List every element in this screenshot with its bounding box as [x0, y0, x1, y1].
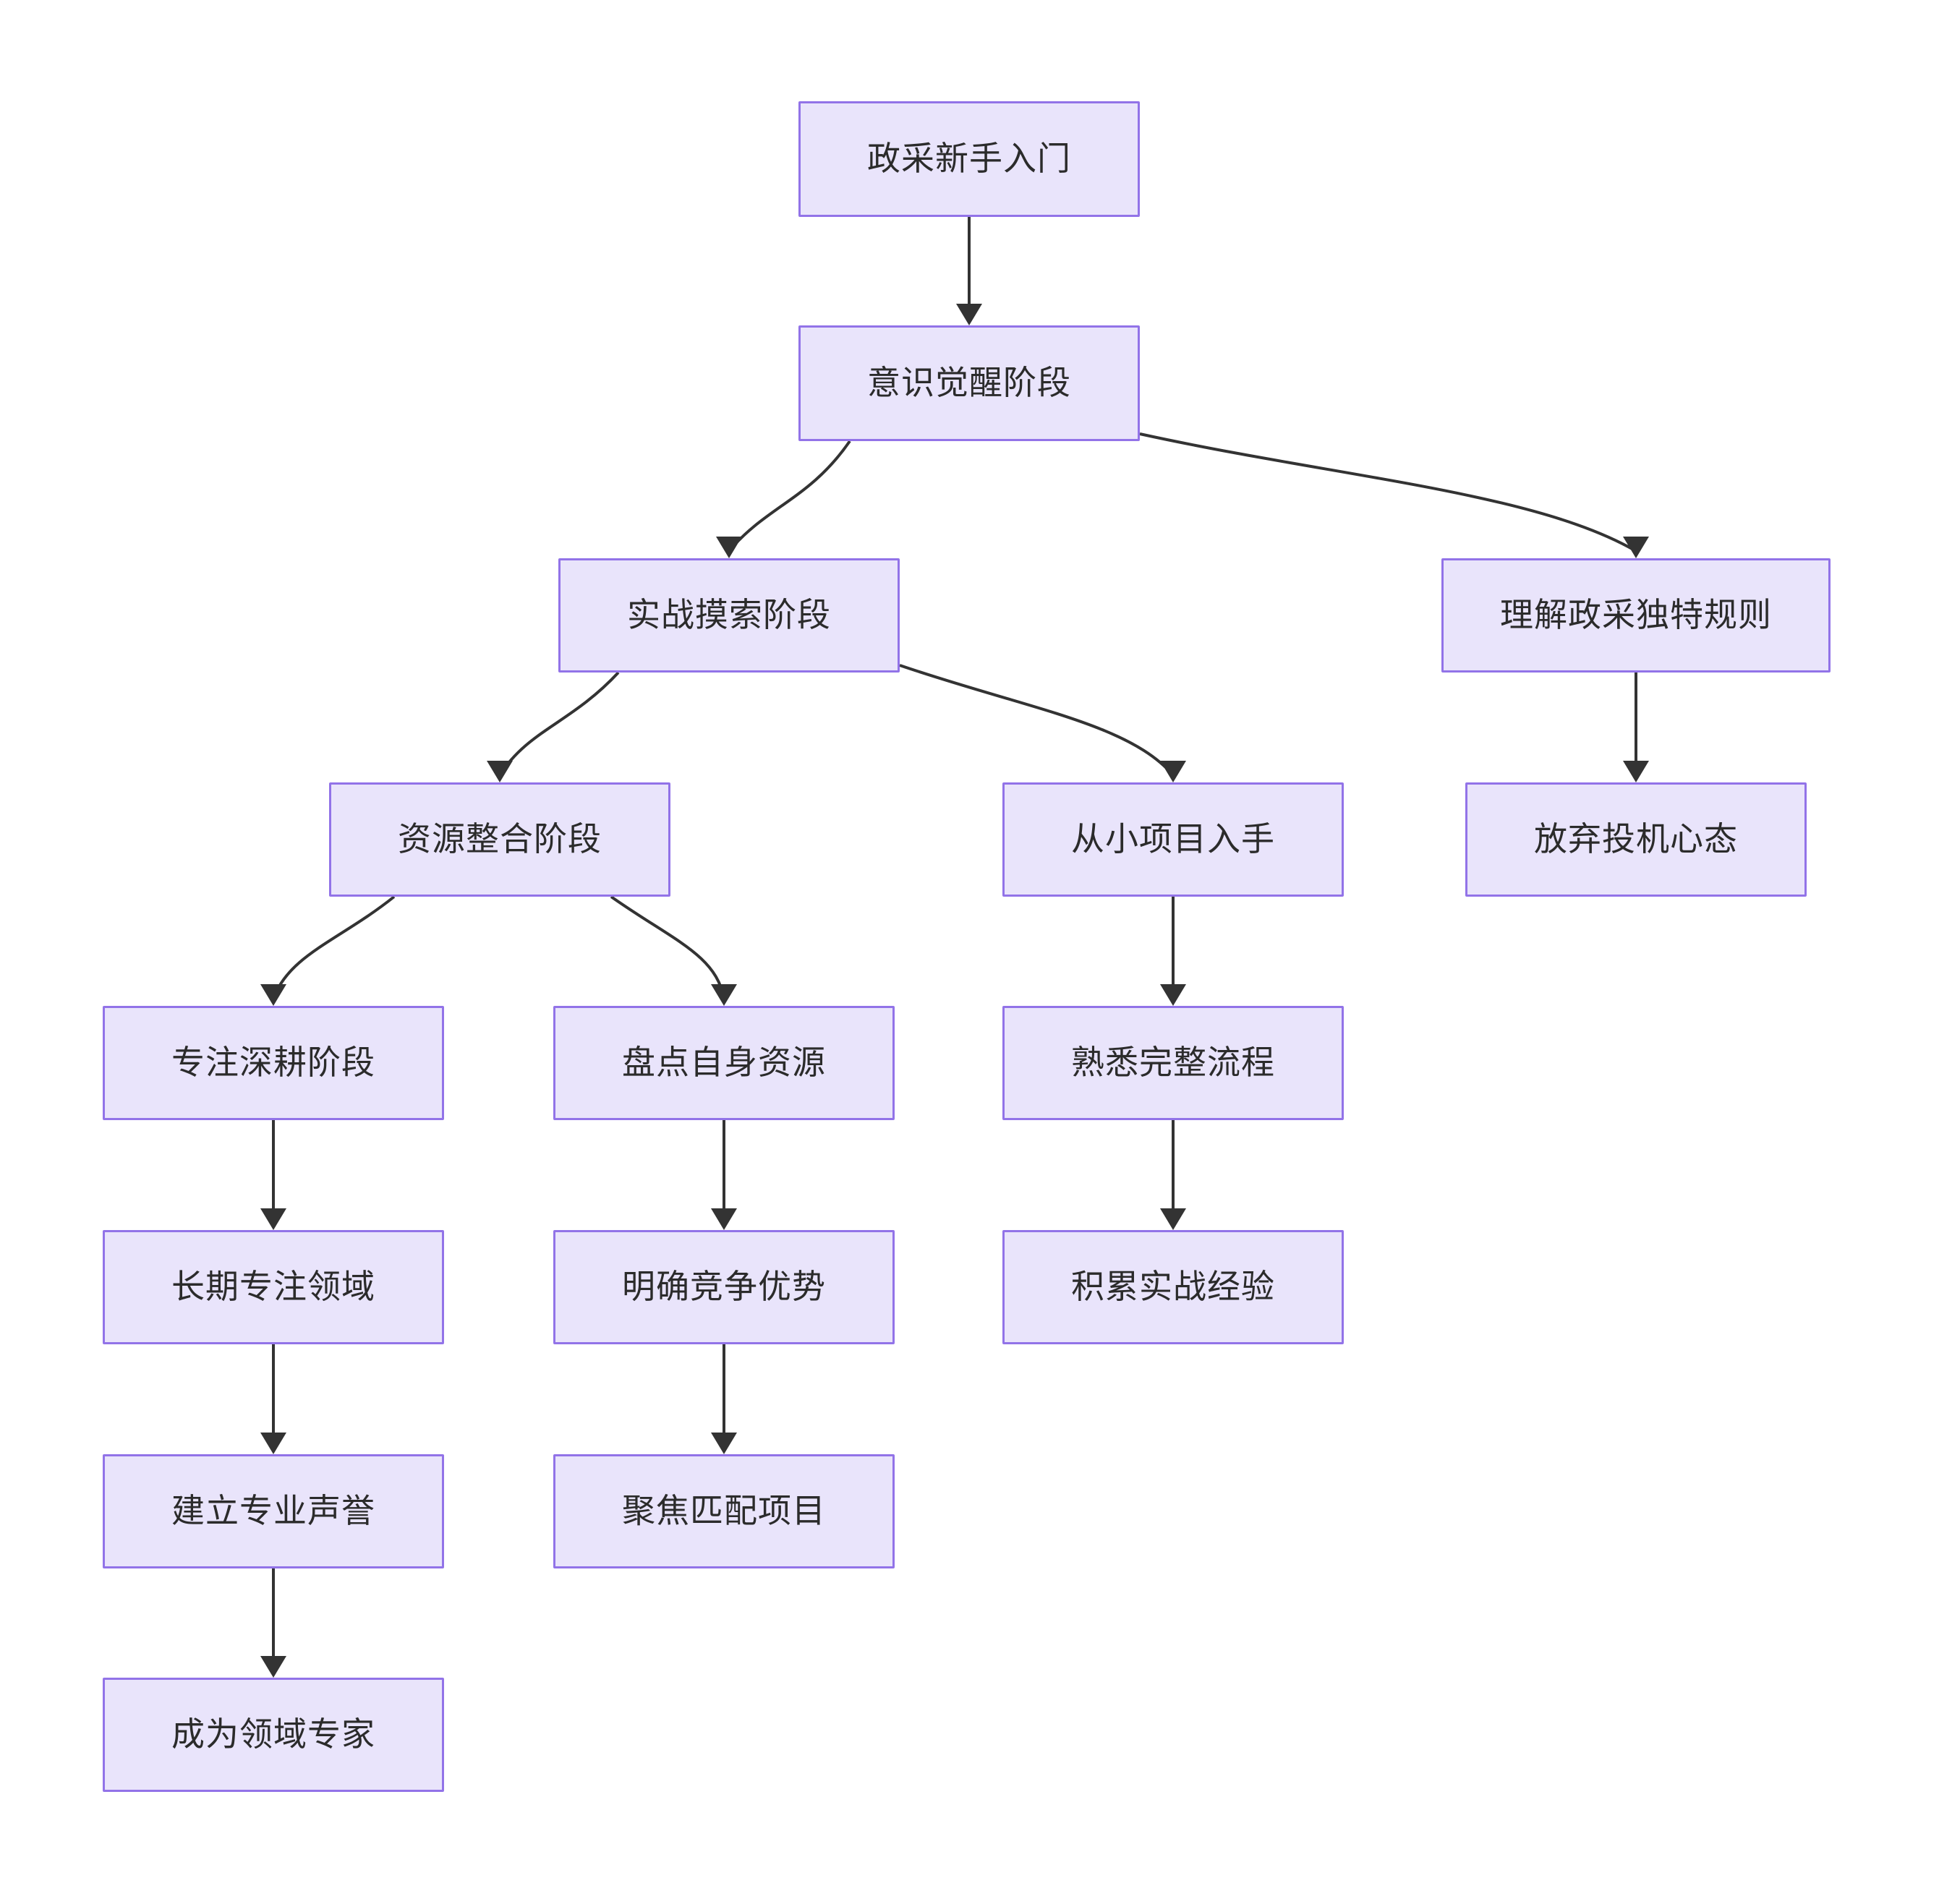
node-label: 聚焦匹配项目 — [622, 1492, 826, 1530]
flowchart-node-n6[interactable]: 从小项目入手 — [1002, 782, 1344, 897]
node-label: 从小项目入手 — [1071, 820, 1275, 858]
flowchart-node-n11[interactable]: 长期专注领域 — [103, 1230, 444, 1344]
arrowhead-n2-n3 — [716, 537, 742, 558]
flowchart-node-n15[interactable]: 聚焦匹配项目 — [553, 1454, 895, 1568]
node-label: 专注深耕阶段 — [171, 1043, 375, 1082]
flowchart-node-n12[interactable]: 明确竞争优势 — [553, 1230, 895, 1344]
arrowhead-n3-n6 — [1160, 761, 1186, 782]
flowchart-node-n14[interactable]: 建立专业声誉 — [103, 1454, 444, 1568]
node-label: 明确竞争优势 — [622, 1268, 826, 1306]
flowchart-node-n10[interactable]: 熟悉完整流程 — [1002, 1006, 1344, 1120]
node-label: 长期专注领域 — [171, 1268, 375, 1306]
arrowhead-n5-n8 — [260, 984, 286, 1006]
flowchart-node-n7[interactable]: 放弃投机心态 — [1465, 782, 1807, 897]
arrowhead-n9-n12 — [711, 1208, 737, 1230]
flowchart-node-n3[interactable]: 实战摸索阶段 — [558, 558, 900, 673]
flowchart-node-n4[interactable]: 理解政采独特规则 — [1441, 558, 1831, 673]
arrowhead-n11-n14 — [260, 1433, 286, 1454]
edge-n2-n4 — [1139, 432, 1637, 552]
node-label: 理解政采独特规则 — [1500, 596, 1772, 634]
edge-n5-n8 — [272, 895, 396, 999]
node-label: 熟悉完整流程 — [1071, 1043, 1275, 1082]
flowchart-node-n5[interactable]: 资源整合阶段 — [329, 782, 670, 897]
node-label: 意识觉醒阶段 — [867, 364, 1071, 402]
edge-n3-n5 — [498, 671, 620, 777]
node-label: 盘点自身资源 — [622, 1043, 826, 1082]
flowchart-node-n8[interactable]: 专注深耕阶段 — [103, 1006, 444, 1120]
arrowhead-n2-n4 — [1623, 537, 1649, 558]
arrowhead-n10-n13 — [1160, 1208, 1186, 1230]
arrowhead-n12-n15 — [711, 1433, 737, 1454]
node-label: 实战摸索阶段 — [627, 596, 831, 634]
edge-n5-n9 — [610, 895, 725, 999]
flowchart-node-n1[interactable]: 政采新手入门 — [798, 101, 1140, 217]
flowchart-node-n16[interactable]: 成为领域专家 — [103, 1678, 444, 1792]
node-label: 资源整合阶段 — [398, 820, 602, 858]
arrowhead-n14-n16 — [260, 1656, 286, 1678]
node-label: 政采新手入门 — [867, 140, 1071, 178]
edge-n3-n6 — [899, 664, 1175, 777]
arrowhead-n6-n10 — [1160, 984, 1186, 1006]
flowchart-node-n13[interactable]: 积累实战经验 — [1002, 1230, 1344, 1344]
arrowhead-n5-n9 — [711, 984, 737, 1006]
node-label: 建立专业声誉 — [171, 1492, 375, 1530]
arrowhead-n1-n2 — [956, 304, 982, 325]
node-label: 放弃投机心态 — [1534, 820, 1738, 858]
flowchart-node-n2[interactable]: 意识觉醒阶段 — [798, 325, 1140, 441]
arrowhead-n8-n11 — [260, 1208, 286, 1230]
edge-n2-n3 — [728, 440, 851, 552]
node-label: 积累实战经验 — [1071, 1268, 1275, 1306]
arrowhead-n3-n5 — [487, 761, 513, 782]
flowchart-node-n9[interactable]: 盘点自身资源 — [553, 1006, 895, 1120]
arrowhead-n4-n7 — [1623, 761, 1649, 782]
node-label: 成为领域专家 — [171, 1715, 375, 1754]
